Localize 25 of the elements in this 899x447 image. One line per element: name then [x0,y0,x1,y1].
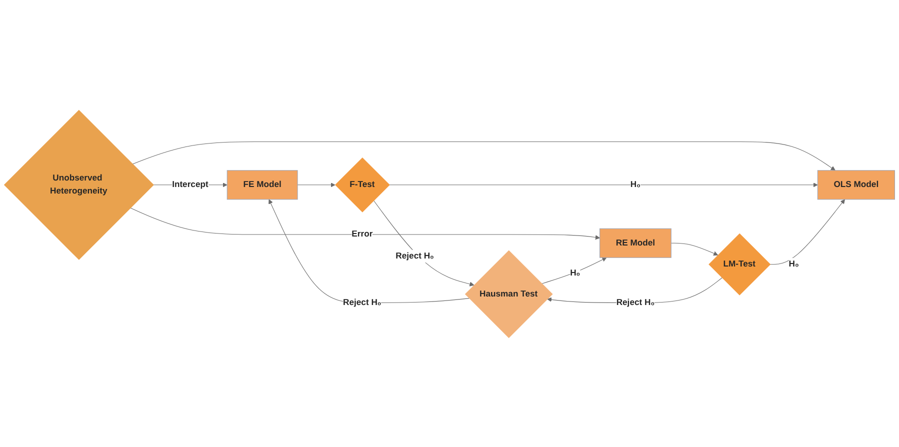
node-box [600,228,672,258]
edge-label: Reject H₀ [396,250,434,260]
arrow [132,140,836,170]
arrow [541,256,607,284]
node-box [817,170,895,200]
arrow [388,182,818,187]
edge-label: Reject H₀ [343,297,382,307]
flowchart-diagram: Intercept Error H₀ Reject H₀ Reject H₀ H₀ Reject H₀ H₀ Unobserved Heterogeneity FE Model F-Test OLS Model Hausman Test RE Model LM-Test [0,106,899,342]
node-diamond [708,232,771,295]
edge-label: H₀ [788,259,799,268]
arrow [373,200,474,286]
arrow [130,207,600,240]
arrow [297,182,336,187]
arrow [268,198,470,303]
edge-label: Reject H₀ [616,297,655,307]
node-diamond [335,156,390,212]
edge-label: H₀ [630,180,640,189]
node-diamond [4,109,154,260]
node-diamond [464,250,553,338]
edge-label: Intercept [172,180,208,189]
edge-label: Error [352,229,373,238]
arrow [670,242,718,256]
arrow [770,198,845,264]
edge-label: H₀ [570,268,580,277]
node-box [226,170,298,200]
